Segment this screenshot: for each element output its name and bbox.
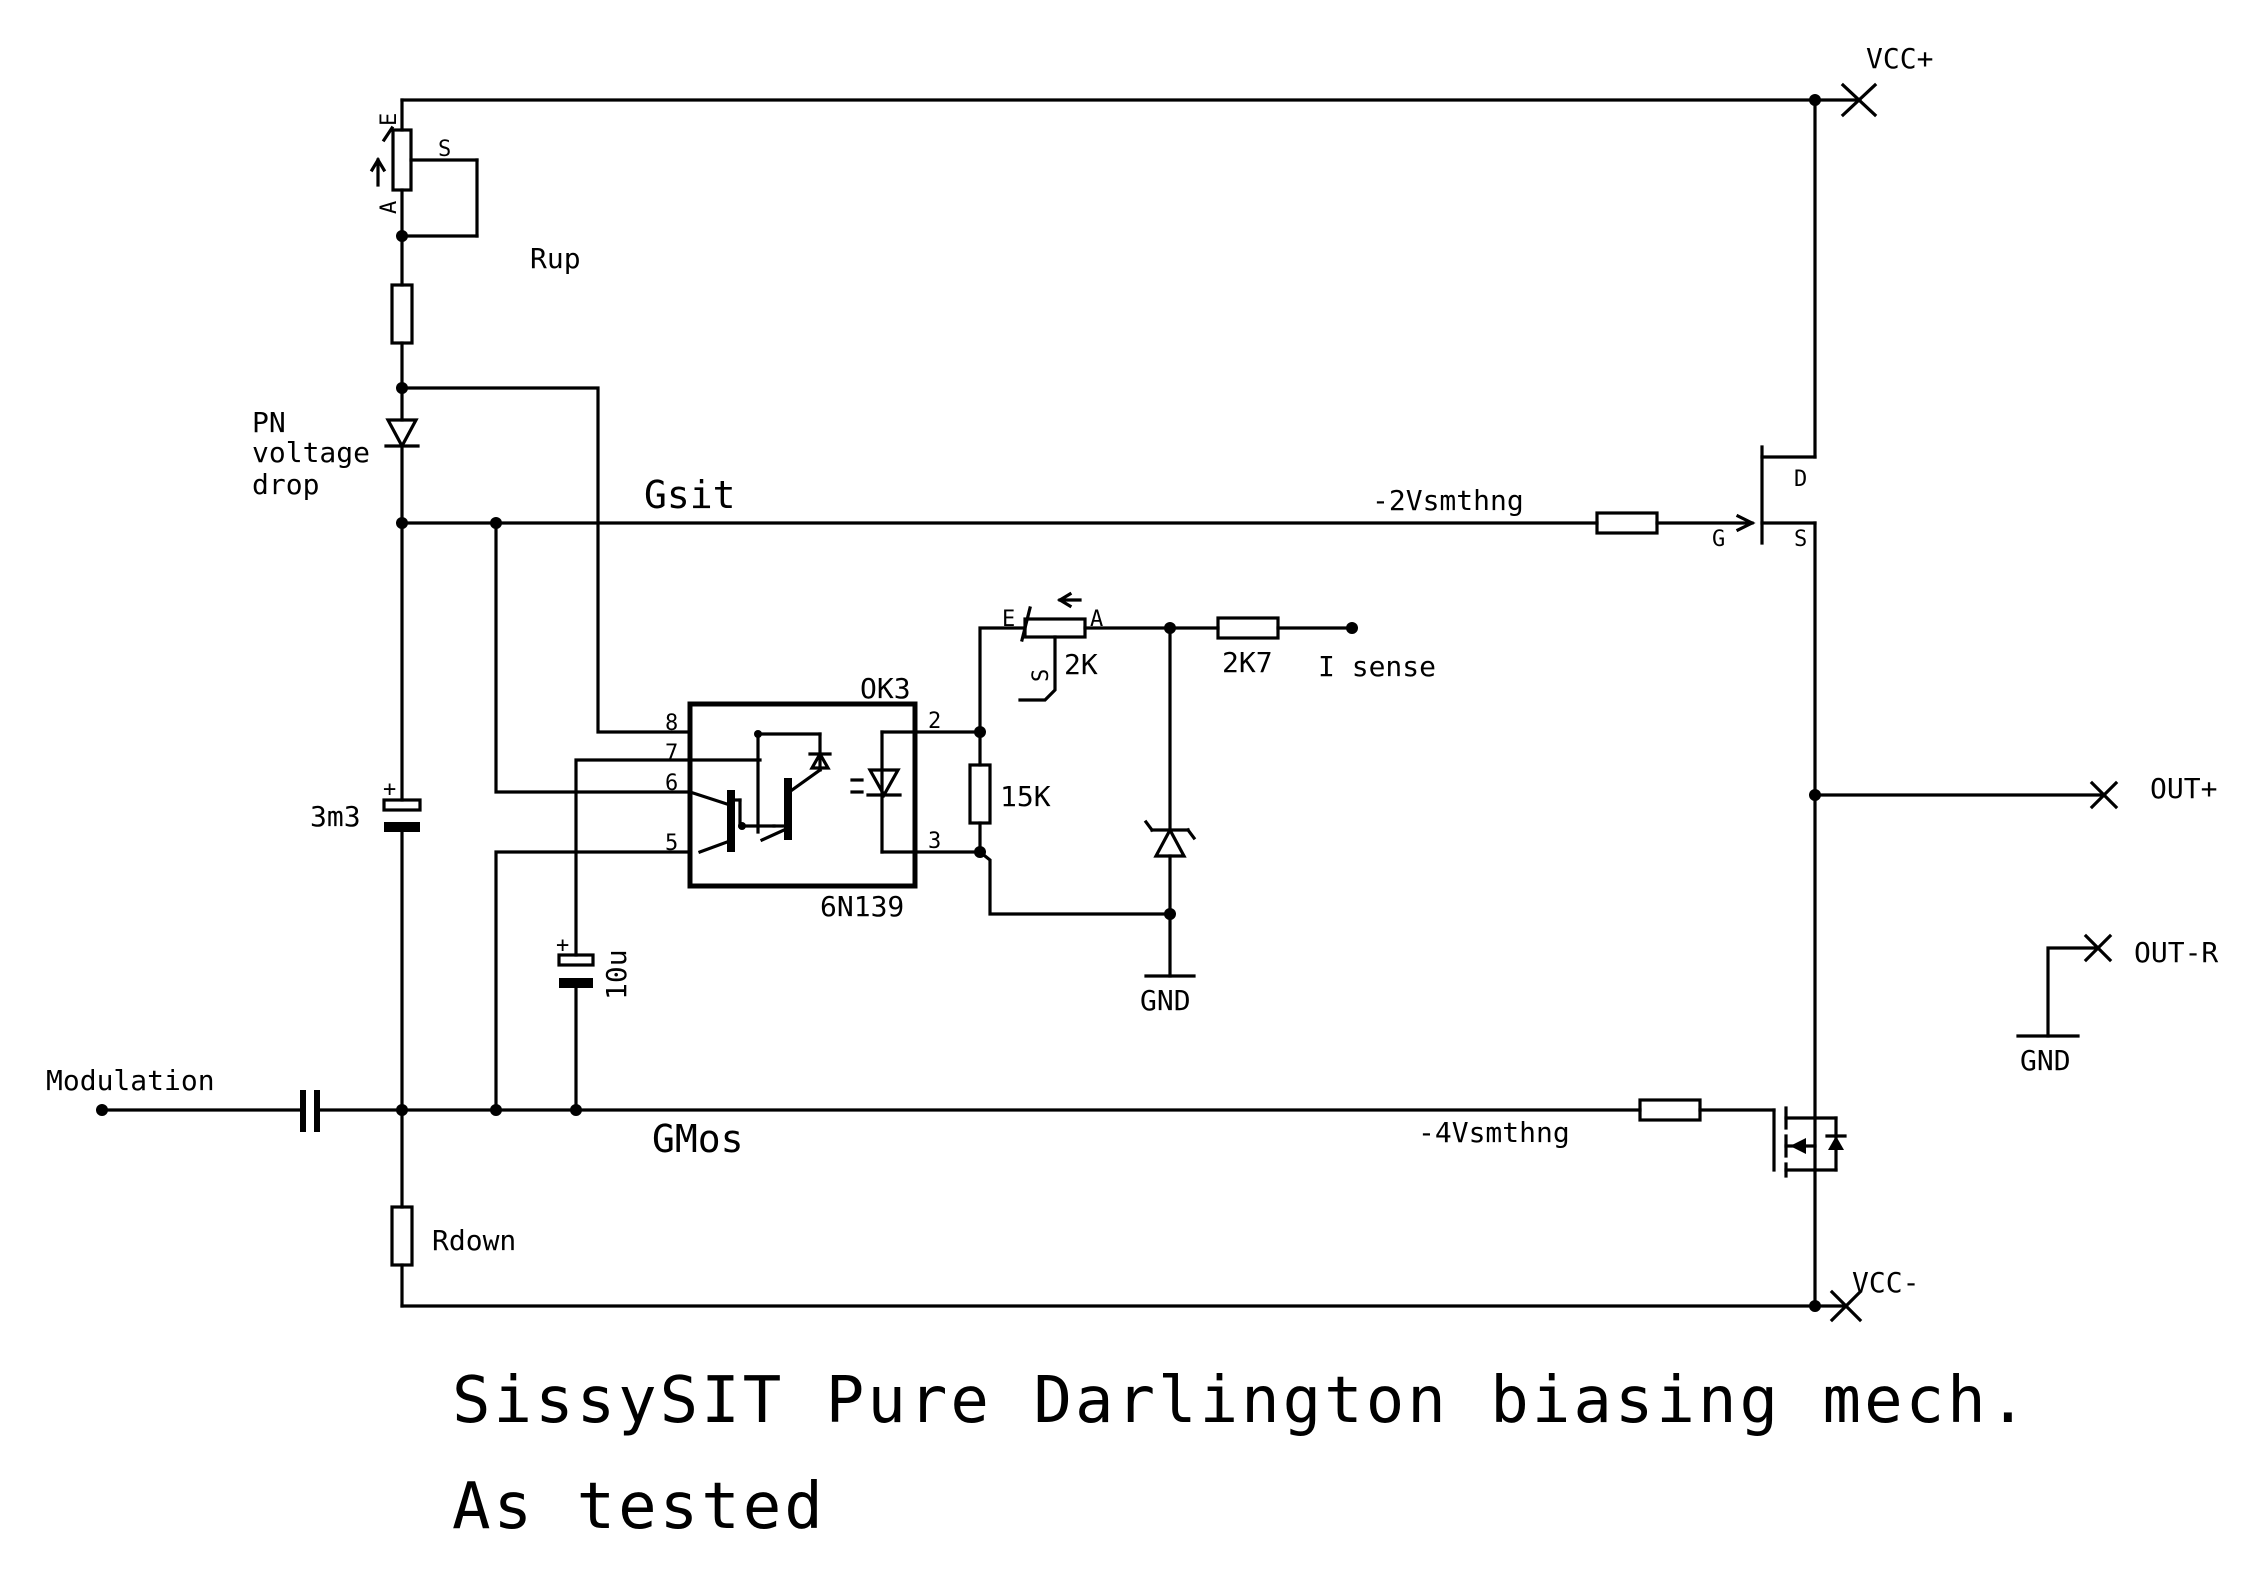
label-rdown: Rdown [432,1224,516,1257]
pot2k-e: E [1002,607,1015,632]
out-plus-terminal [1813,780,2119,810]
label-gsit: Gsit [644,473,736,517]
pin-7: 7 [665,741,678,766]
label-gnd-zener: GND [1140,984,1191,1017]
title-line-1: SissySIT Pure Darlington biasing mech. [452,1364,2030,1438]
rup-trimmer [369,98,479,242]
rup-pot-a: A [377,201,402,214]
labels: VCC+ VCC- OUT+ OUT-R GND GND Rup Rdown P… [46,42,2218,1299]
title-line-2: As tested [452,1470,826,1544]
label-pn: PN [252,406,286,439]
plus-10u: + [556,933,569,958]
label-modulation: Modulation [46,1064,215,1097]
plus-3m3: + [383,777,396,802]
pin-2: 2 [928,709,941,734]
sit-s: S [1794,527,1807,552]
gmos-net [96,1090,1776,1132]
sit-transistor [1760,98,1821,1308]
rup-pot-e: E [377,113,402,126]
rup-resistor [390,234,414,394]
r2k7-resistor [1168,616,1358,640]
pot2k-a: A [1090,607,1103,632]
r15k-resistor [913,726,992,858]
optocoupler-6n139 [687,701,918,889]
zener-diode [1143,626,1197,978]
label-2k7: 2K7 [1222,646,1273,679]
vcc-plus-rail [400,82,1878,118]
label-neg2v: -2Vsmthng [1372,484,1524,517]
pin-8: 8 [665,711,678,736]
label-vcc-minus: VCC- [1852,1266,1919,1299]
label-ok3: OK3 [860,672,911,705]
wire-pin3-gnd [977,849,1172,916]
wire-pin8 [400,386,692,734]
label-gnd-right: GND [2020,1044,2071,1077]
vcc-minus-rail [400,1289,1863,1323]
wire-pin5 [494,850,692,1112]
gsit-net [400,511,1756,535]
label-drop: drop [252,468,319,501]
label-10u: 10u [600,949,633,1000]
label-voltage: voltage [252,436,370,469]
label-out-r: OUT-R [2134,936,2218,969]
sit-g: G [1712,527,1725,552]
rdown-resistor [390,1108,414,1308]
cap-10u [557,953,595,1112]
label-isense: I sense [1318,650,1436,683]
sit-d: D [1794,467,1807,492]
label-neg4v: -4Vsmthng [1418,1116,1570,1149]
label-vcc-plus: VCC+ [1866,42,1933,75]
label-15k: 15K [1000,780,1051,813]
pot2k-s: S [1029,669,1054,682]
label-3m3: 3m3 [310,800,361,833]
out-r-terminal [2016,933,2113,1038]
pn-diode [384,386,420,529]
rup-pot-s: S [438,137,451,162]
pin-5: 5 [665,831,678,856]
label-6n139: 6N139 [820,890,904,923]
mosfet-transistor [1772,1106,1847,1178]
wire-pin6 [494,521,692,794]
label-rup: Rup [530,242,581,275]
cap-3m3 [382,521,422,1112]
label-gmos: GMos [652,1117,744,1161]
wire-pin7 [574,758,692,957]
label-2k: 2K [1064,648,1098,681]
pin-6: 6 [665,771,678,796]
pin-3: 3 [928,829,941,854]
label-out-plus: OUT+ [2150,772,2217,805]
